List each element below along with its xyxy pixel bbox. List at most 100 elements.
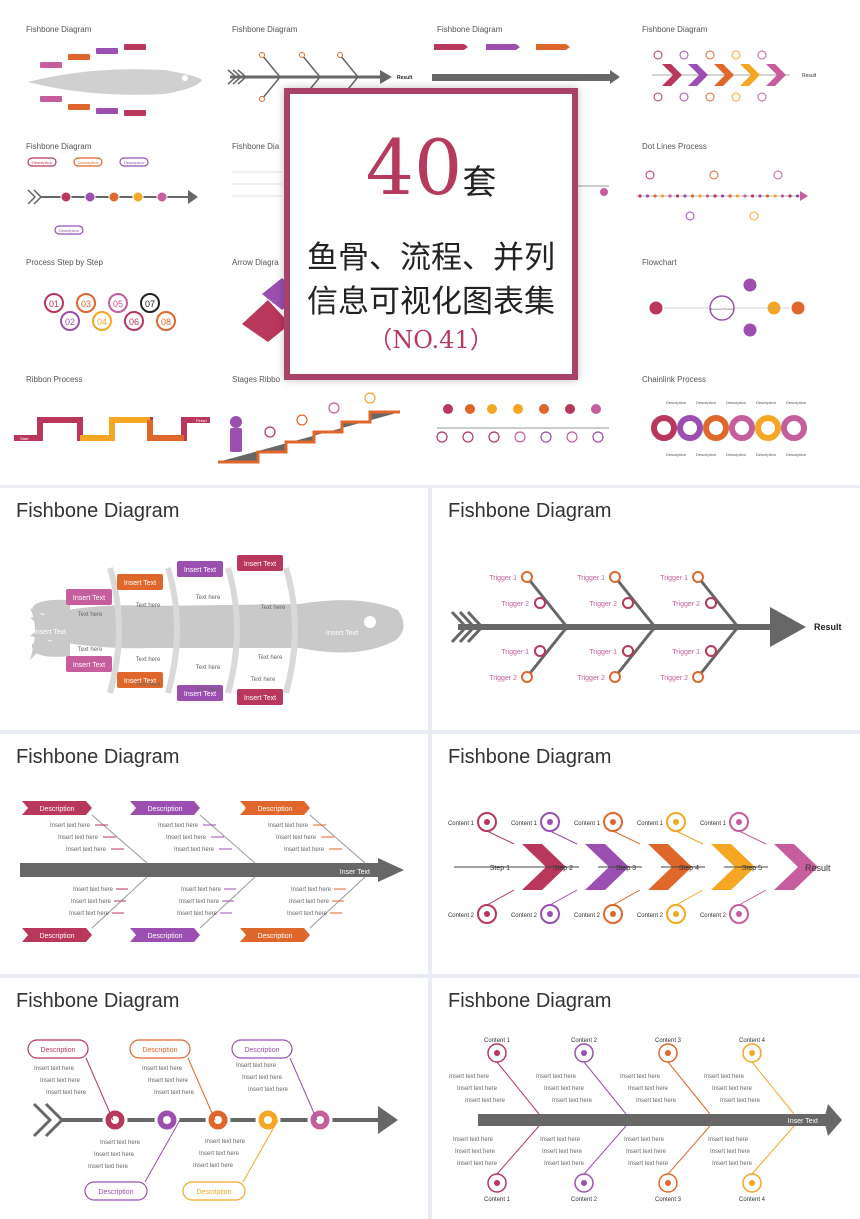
insert-text-label: Insert text here xyxy=(453,1137,494,1143)
bone-line xyxy=(199,814,256,864)
tail-chevron xyxy=(450,610,469,644)
insert-text-label: Insert text here xyxy=(179,899,220,905)
bone-line xyxy=(583,1125,627,1175)
thumb-dot xyxy=(705,194,710,198)
trigger-label: Trigger 1 xyxy=(577,575,605,582)
text-here-label: Text here xyxy=(78,612,103,618)
thumb-stage-icon xyxy=(364,392,376,404)
thumbnail-title: Chainlink Process xyxy=(642,375,706,384)
thumb-dot xyxy=(488,431,500,443)
description-label: Description xyxy=(39,806,74,813)
content-connector xyxy=(612,830,641,845)
cover-line-2: 信息可视化图表集 xyxy=(307,284,555,320)
thumb-spine xyxy=(432,74,610,81)
trigger-label: Trigger 1 xyxy=(660,575,688,582)
trigger-dot xyxy=(534,645,546,657)
trigger-label: Trigger 2 xyxy=(489,675,517,682)
insert-box-label: Insert Text xyxy=(124,580,156,587)
bone-line xyxy=(751,1061,795,1115)
description-label: Description xyxy=(40,1047,75,1054)
content-label: Content 2 xyxy=(571,1197,598,1203)
text-here-label: Text here xyxy=(196,665,221,671)
insert-box xyxy=(66,589,112,605)
insert-text-label: Insert text here xyxy=(712,1161,753,1167)
trigger-dot xyxy=(622,597,634,609)
content-label: Content 1 xyxy=(511,821,538,827)
thumb-dot xyxy=(788,194,792,198)
insert-text-label: Insert text here xyxy=(449,1074,490,1080)
thumb-pill-label: Description xyxy=(78,160,98,165)
insert-text-label: Insert text here xyxy=(71,899,112,905)
content-label: Content 2 xyxy=(700,913,727,919)
thumb-dot xyxy=(565,404,575,414)
trigger-label: Trigger 1 xyxy=(489,575,517,582)
trigger-label: Trigger 2 xyxy=(672,601,700,608)
thumb-step-circle xyxy=(60,311,80,331)
fish-head-label: Insert Text xyxy=(34,629,66,636)
content-connector xyxy=(612,889,641,906)
thumb-arrow-head xyxy=(188,190,198,204)
bone-line xyxy=(613,626,657,678)
thumb-icon xyxy=(731,92,741,102)
thumb-box xyxy=(40,96,62,102)
thumb-chevron xyxy=(662,64,682,86)
insert-text-label: Insert text here xyxy=(40,1078,81,1084)
description-pill xyxy=(129,1039,191,1059)
insert-text-label: Insert text here xyxy=(205,1139,246,1145)
trigger-label: Trigger 2 xyxy=(589,601,617,608)
insert-text-label: Insert text here xyxy=(712,1086,753,1092)
fish-body xyxy=(30,600,404,653)
thumb-stage-steps xyxy=(218,412,400,462)
thumb-stage-icon xyxy=(328,402,340,414)
thumb-pill-label: Description xyxy=(124,160,144,165)
bone-line xyxy=(751,1125,795,1175)
trigger-dot xyxy=(534,597,546,609)
thumb-bone xyxy=(339,54,359,78)
slide-title: Fishbone Diagram xyxy=(16,746,180,768)
thumb-step-circle xyxy=(140,293,160,313)
thumb-fish-eye xyxy=(182,75,188,81)
thumb-dot xyxy=(720,194,725,198)
thumb-chain-label: Description xyxy=(756,400,776,405)
content-label: Content 2 xyxy=(571,1038,598,1044)
content-icon-glyph xyxy=(665,1180,671,1186)
bone-line xyxy=(525,576,569,628)
bone-line xyxy=(696,576,740,628)
thumb-icon xyxy=(757,92,767,102)
thumb-dot xyxy=(765,194,770,198)
text-here-label: Text here xyxy=(136,657,161,663)
thumb-dot xyxy=(698,194,702,198)
tail-chevron xyxy=(32,1102,53,1138)
thumb-step-number: 05 xyxy=(113,299,123,309)
bone-line xyxy=(85,1057,114,1121)
content-icon-glyph xyxy=(673,911,679,917)
thumb-dot xyxy=(514,431,526,443)
thumb-chain-label: Description xyxy=(696,400,716,405)
step-label: Step 4 xyxy=(679,865,699,872)
spine-label: Inser Text xyxy=(788,1118,818,1125)
content-icon-glyph xyxy=(736,911,742,917)
content-icon-glyph xyxy=(581,1180,587,1186)
thumb-dot xyxy=(683,194,687,198)
content-icon-glyph xyxy=(581,1050,587,1056)
thumb-stage-icon xyxy=(264,426,276,438)
insert-box xyxy=(177,561,223,577)
thumb-dot xyxy=(259,96,265,102)
thumb-tag xyxy=(536,44,570,50)
insert-text-label: Insert text here xyxy=(73,887,114,893)
thumb-dot xyxy=(436,431,448,443)
thumb-icon xyxy=(731,50,741,60)
bone-line xyxy=(496,1061,540,1115)
trigger-dot xyxy=(692,571,704,583)
description-label: Description xyxy=(147,933,182,940)
insert-text-label: Insert text here xyxy=(628,1086,669,1092)
content-label: Content 4 xyxy=(739,1197,766,1203)
description-label: Description xyxy=(257,933,292,940)
thumb-ribbon-label: Start xyxy=(20,436,29,441)
fish-rib xyxy=(283,567,298,694)
description-tag xyxy=(22,928,92,942)
thumb-dot xyxy=(566,431,578,443)
